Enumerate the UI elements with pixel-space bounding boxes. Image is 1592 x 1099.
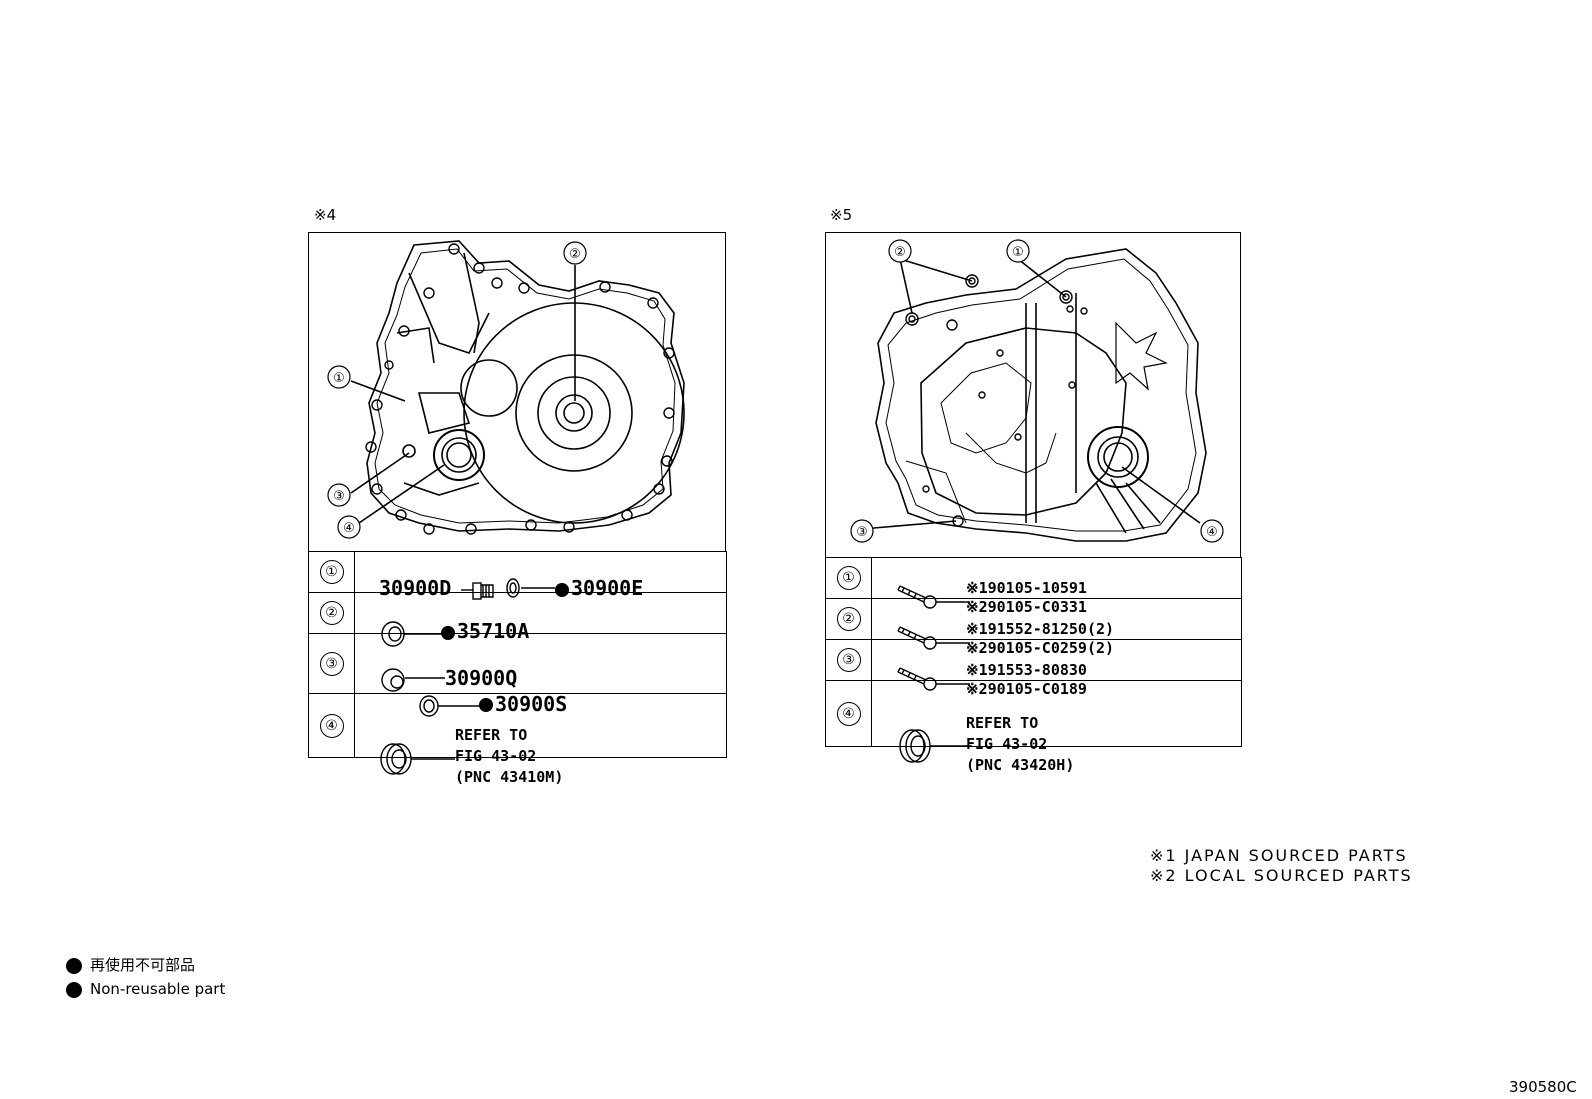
refer-line-1: REFER TO (966, 713, 1039, 732)
row-number: ① (836, 566, 861, 590)
part-number-local[interactable]: ※290105-C0259(2) (966, 639, 1115, 657)
row-number: ④ (836, 701, 861, 726)
refer-line-2[interactable]: FIG 43-02 (455, 746, 537, 765)
part-number-local[interactable]: ※290105-C0189 (966, 680, 1087, 698)
left-callout-3: ③ (327, 483, 351, 507)
svg-text:④: ④ (1206, 525, 1218, 540)
part-number-japan[interactable]: ※191553-80830 (966, 661, 1087, 679)
part-number-nonreusable[interactable]: 30900E (555, 576, 643, 600)
nonreusable-dot-icon (479, 698, 493, 712)
part-number-local[interactable]: ※290105-C0331 (966, 598, 1087, 616)
part-number-nonreusable[interactable]: 35710A (441, 619, 529, 643)
left-transaxle-case-drawing: ② ① ③ ④ (327, 240, 685, 539)
part-number[interactable]: 30900Q (445, 665, 518, 690)
right-drawing-frame: ② ① ③ ④ (825, 232, 1241, 558)
row-number: ① (319, 560, 344, 584)
row-number: ② (836, 607, 861, 631)
left-parts-table: ① 30900D 30900E ② (308, 551, 727, 786)
bolt-icon (897, 667, 970, 691)
gasket-icon (419, 694, 483, 717)
refer-line-3: (PNC 43420H) (966, 755, 1075, 774)
refer-line-2[interactable]: FIG 43-02 (966, 734, 1048, 753)
nonreusable-dot-icon (441, 625, 455, 640)
svg-text:④: ④ (343, 521, 355, 536)
right-panel-tag: ※5 (830, 206, 853, 224)
table-row: ① 30900D 30900E (308, 551, 727, 600)
svg-text:②: ② (894, 245, 906, 260)
note-japan-sourced: ※1 JAPAN SOURCED PARTS (1150, 846, 1408, 865)
part-number[interactable]: 30900D (379, 576, 452, 600)
part-number-japan[interactable]: ※191552-81250(2) (966, 620, 1115, 638)
right-callout-4: ④ (1200, 519, 1224, 543)
right-parts-table: ① ※190105-10591 ※290105-C0331 ② (825, 557, 1242, 774)
table-row: ② ※191552-81250(2) ※290105-C0259(2) (825, 598, 1242, 657)
svg-text:③: ③ (856, 525, 868, 540)
bolt-icon (897, 585, 970, 609)
right-transaxle-housing-drawing: ② ① ③ ④ (850, 239, 1224, 543)
oil-seal-icon (381, 621, 443, 647)
table-row: ③ ※191553-80830 ※290105-C0189 (825, 639, 1242, 698)
row-number: ③ (836, 648, 861, 672)
left-drawing-frame: ② ① ③ ④ (308, 232, 726, 552)
legend-english: Non-reusable part (66, 980, 225, 998)
right-callout-3: ③ (850, 519, 874, 543)
svg-text:②: ② (569, 247, 581, 262)
table-row: ④ REFER TO FIG 43-02 (PNC 43420H) (825, 680, 1242, 774)
oil-seal-icon (899, 728, 972, 763)
note-local-sourced: ※2 LOCAL SOURCED PARTS (1150, 866, 1413, 885)
right-callout-1: ① (1006, 239, 1030, 263)
svg-text:①: ① (1012, 245, 1024, 260)
figure-code: 390580C (1509, 1078, 1577, 1096)
table-row: ④ REFER TO FIG 43-02 (PNC 43410M) (308, 693, 727, 786)
part-number-nonreusable[interactable]: 30900S (479, 692, 567, 716)
left-panel-tag: ※4 (314, 206, 337, 224)
right-callout-2: ② (888, 239, 912, 263)
part-number-japan[interactable]: ※190105-10591 (966, 579, 1087, 597)
nonreusable-dot-icon (555, 582, 569, 597)
table-row: ① ※190105-10591 ※290105-C0331 (825, 557, 1242, 616)
plug-icon (381, 667, 445, 692)
row-number: ② (319, 601, 344, 625)
svg-text:③: ③ (333, 489, 345, 504)
table-row: ③ 30900Q 30900 (308, 633, 727, 717)
oil-seal-icon (380, 742, 455, 775)
row-number: ③ (319, 651, 344, 676)
svg-text:①: ① (333, 371, 345, 386)
row-number: ④ (319, 713, 344, 738)
bolt-icon (897, 626, 970, 650)
drain-plug-icon (461, 578, 555, 600)
left-callout-2: ② (563, 241, 587, 265)
nonreusable-dot-icon (66, 981, 82, 998)
legend-japanese: 再使用不可部品 (66, 954, 195, 975)
left-callout-4: ④ (337, 515, 361, 539)
refer-line-1: REFER TO (455, 725, 528, 744)
refer-line-3: (PNC 43410M) (455, 767, 564, 786)
nonreusable-dot-icon (66, 957, 82, 974)
left-callout-1: ① (327, 365, 351, 389)
